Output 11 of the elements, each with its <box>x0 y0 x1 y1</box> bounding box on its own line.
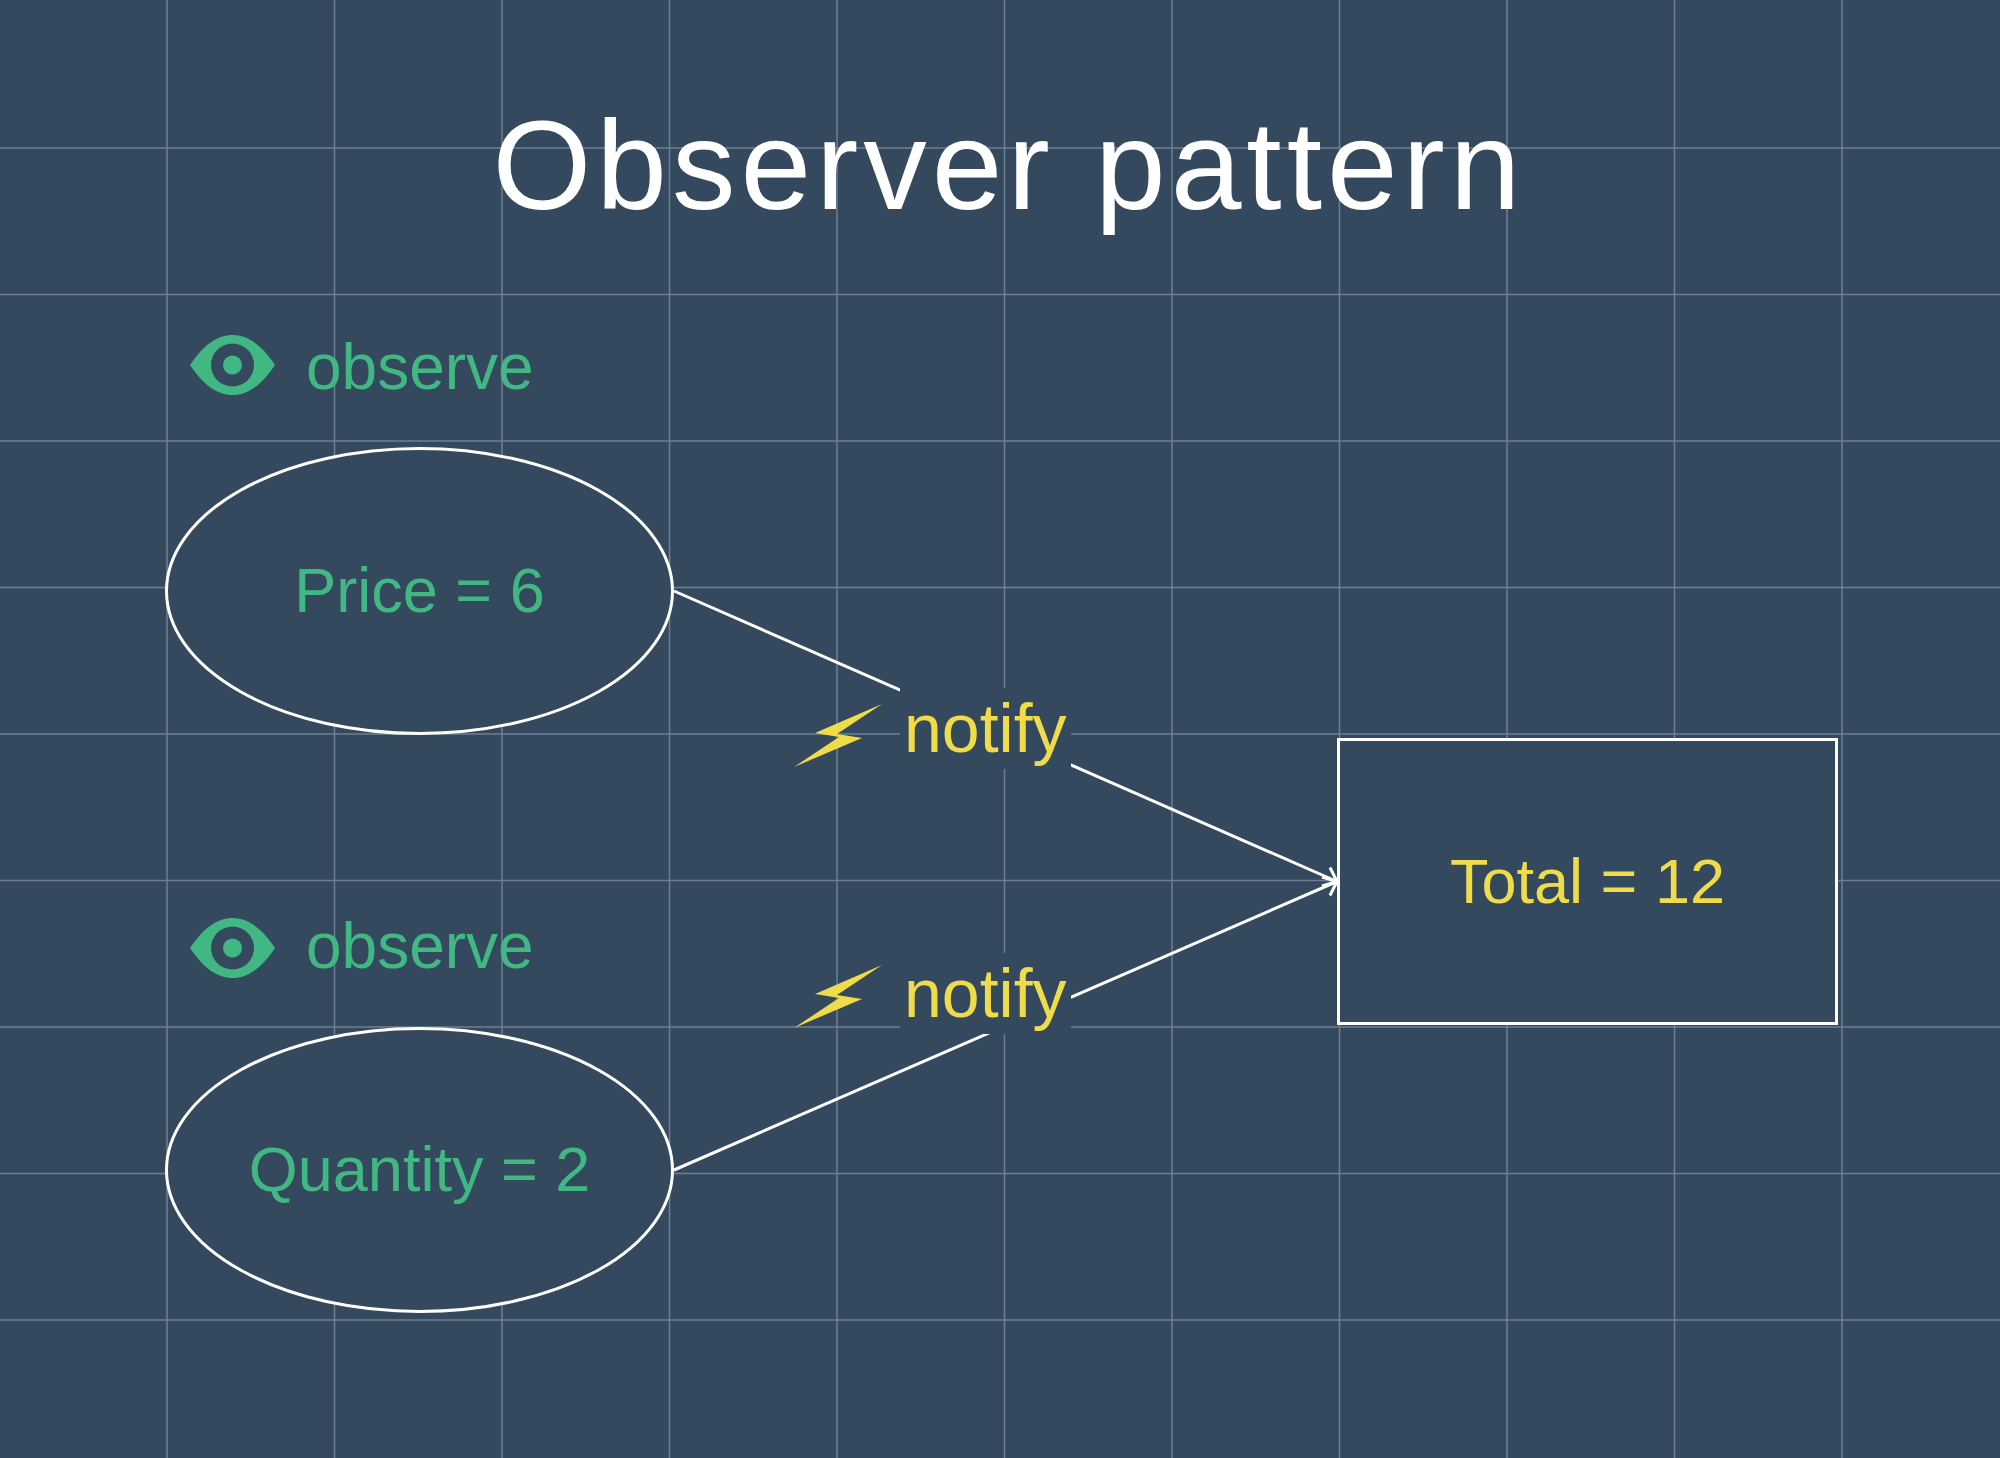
edge-label: notify <box>900 687 1071 770</box>
node-label: Quantity = 2 <box>248 1133 591 1207</box>
node-label: Total = 12 <box>1450 844 1725 918</box>
edge-label: notify <box>900 952 1071 1035</box>
rectangle-node <box>1337 738 1838 1025</box>
ellipse-node <box>165 447 674 735</box>
node-annotation: observe <box>306 330 534 405</box>
node-annotation: observe <box>306 909 534 984</box>
node-label: Price = 6 <box>294 554 545 628</box>
diagram-title: Observer pattern <box>491 93 1527 238</box>
ellipse-node <box>165 1027 674 1313</box>
